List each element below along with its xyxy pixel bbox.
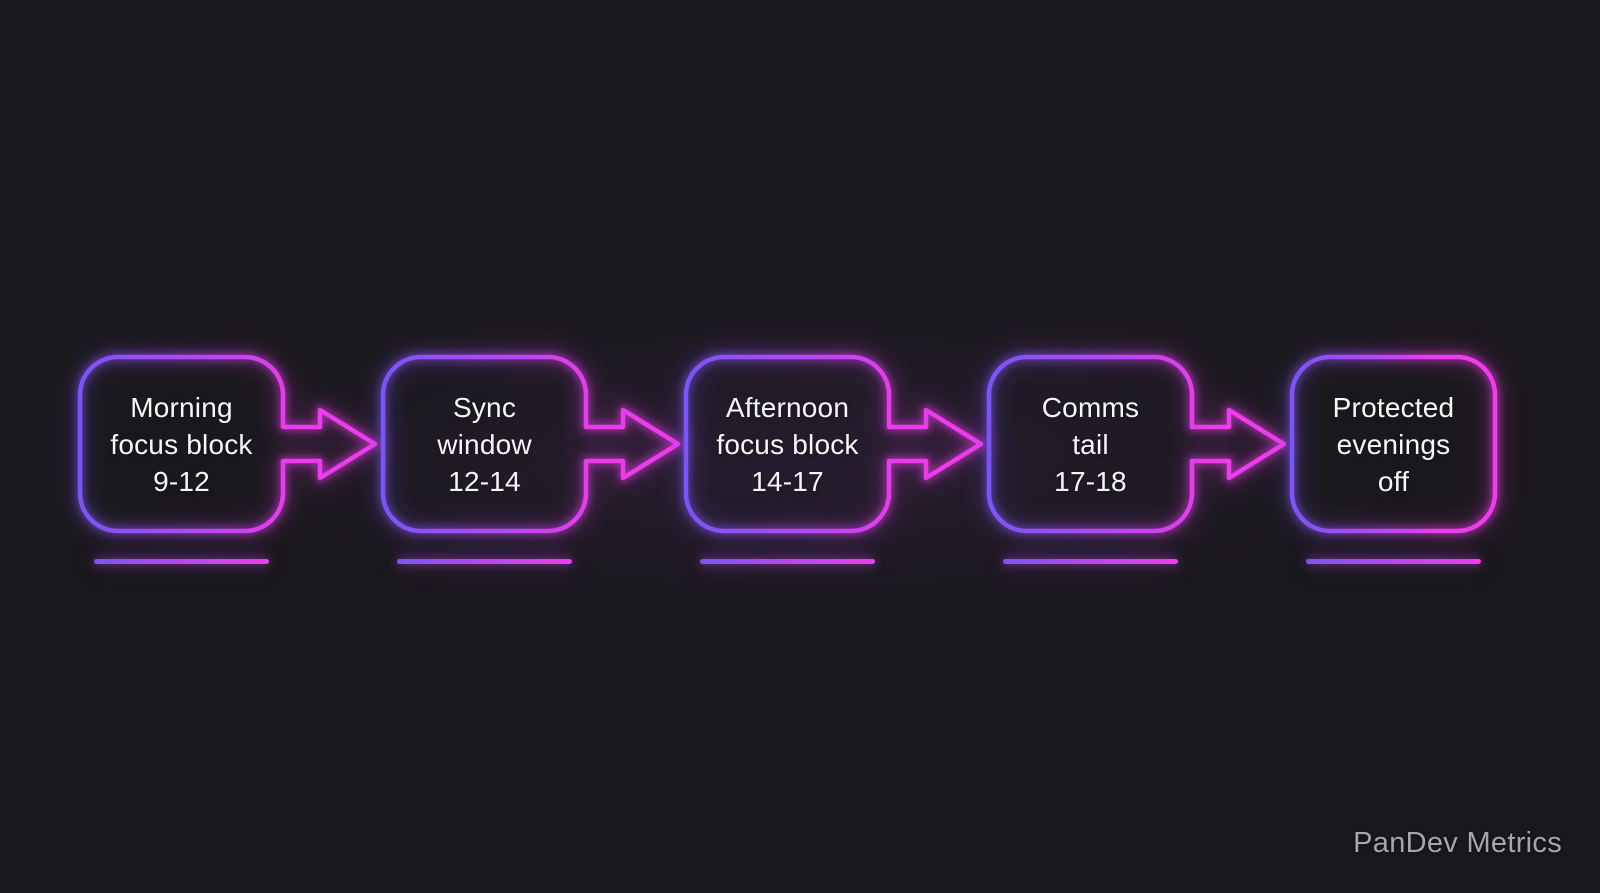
neon-tube-path — [77, 354, 378, 534]
brand-watermark: PanDev Metrics — [1353, 827, 1562, 859]
flow-step: Comms tail 17-18 — [978, 346, 1295, 585]
neon-tube-path — [1289, 354, 1498, 534]
step-underline — [1306, 559, 1481, 564]
step-underline — [1003, 559, 1178, 564]
flow-step: Protected evenings off — [1281, 346, 1506, 585]
neon-box — [1281, 346, 1506, 542]
neon-box-with-arrow-right-icon — [675, 346, 992, 542]
step-underline — [700, 559, 875, 564]
neon-tube-path — [986, 354, 1287, 534]
neon-box-with-arrow-right-icon — [372, 346, 689, 542]
neon-box-with-arrow-right-icon — [69, 346, 386, 542]
neon-box-with-arrow-right-icon — [978, 346, 1295, 542]
step-underline — [94, 559, 269, 564]
flow-step: Morning focus block 9-12 — [69, 346, 386, 585]
step-underline — [397, 559, 572, 564]
step-label: Comms tail 17-18 — [1041, 391, 1140, 497]
step-label: Morning focus block 9-12 — [110, 391, 253, 497]
neon-tube-path — [683, 354, 984, 534]
flow-diagram: Morning focus block 9-12 Sync window 12-… — [69, 346, 1506, 585]
flow-step: Sync window 12-14 — [372, 346, 689, 585]
flow-step: Afternoon focus block 14-17 — [675, 346, 992, 585]
step-label: Sync window 12-14 — [437, 391, 532, 497]
step-label: Protected evenings off — [1332, 391, 1455, 497]
step-label: Afternoon focus block 14-17 — [716, 391, 859, 497]
neon-tube-path — [380, 354, 681, 534]
